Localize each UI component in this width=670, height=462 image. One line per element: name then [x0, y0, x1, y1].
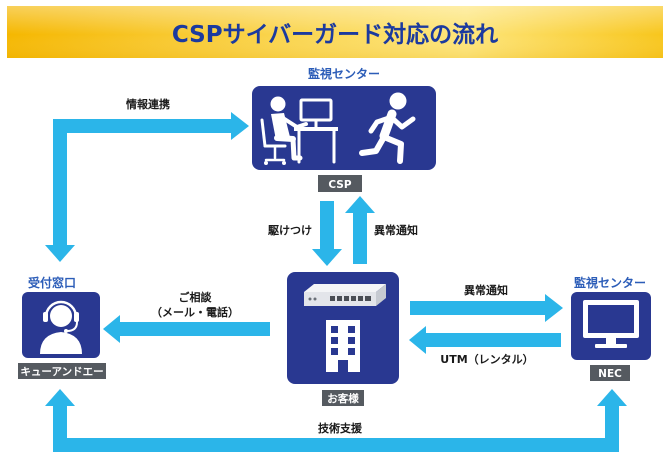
arrow-tech-support [45, 389, 627, 452]
csp-header: 監視センター [308, 66, 380, 81]
rush-to-site-label: 駆けつけ [268, 224, 312, 237]
node-customer: お客様 [287, 272, 399, 406]
building-icon [326, 320, 360, 372]
info-sharing-label: 情報連携 [126, 97, 170, 111]
monitor-icon [583, 300, 639, 348]
reception-header: 受付窓口 [28, 275, 76, 290]
title-banner: CSPサイバーガード対応の流れ [7, 6, 663, 58]
arrow-info-sharing [45, 112, 249, 262]
arrow-utm-rental [409, 326, 561, 354]
consultation-label: ご相談 [179, 290, 213, 304]
tech-support-label: 技術支援 [318, 421, 363, 435]
node-reception: 受付窓口 キューアンドエー [18, 275, 106, 379]
page-title: CSPサイバーガード対応の流れ [172, 21, 498, 48]
headset-operator-icon [40, 300, 82, 354]
arrow-alert-to-csp [345, 196, 375, 264]
nec-label: NEC [598, 368, 622, 380]
arrow-alert-to-nec [410, 294, 563, 322]
node-csp: 監視センター [252, 66, 436, 192]
alert-to-nec-label: 異常通知 [464, 283, 508, 297]
reception-label: キューアンドエー [20, 366, 103, 378]
arrow-rush-to-site [312, 201, 342, 266]
alert-to-csp-label: 異常通知 [374, 223, 418, 237]
consultation-channel-label: （メール・電話） [151, 305, 239, 319]
utm-rental-label: UTM（レンタル） [440, 353, 533, 366]
router-device-icon [304, 284, 386, 306]
nec-header: 監視センター [574, 275, 646, 290]
arrow-consultation [103, 315, 270, 343]
desk-worker-icon [260, 96, 338, 165]
customer-label: お客様 [327, 392, 359, 405]
csp-label: CSP [328, 179, 351, 191]
running-person-icon [359, 92, 416, 164]
node-nec: 監視センター NEC [571, 275, 651, 381]
